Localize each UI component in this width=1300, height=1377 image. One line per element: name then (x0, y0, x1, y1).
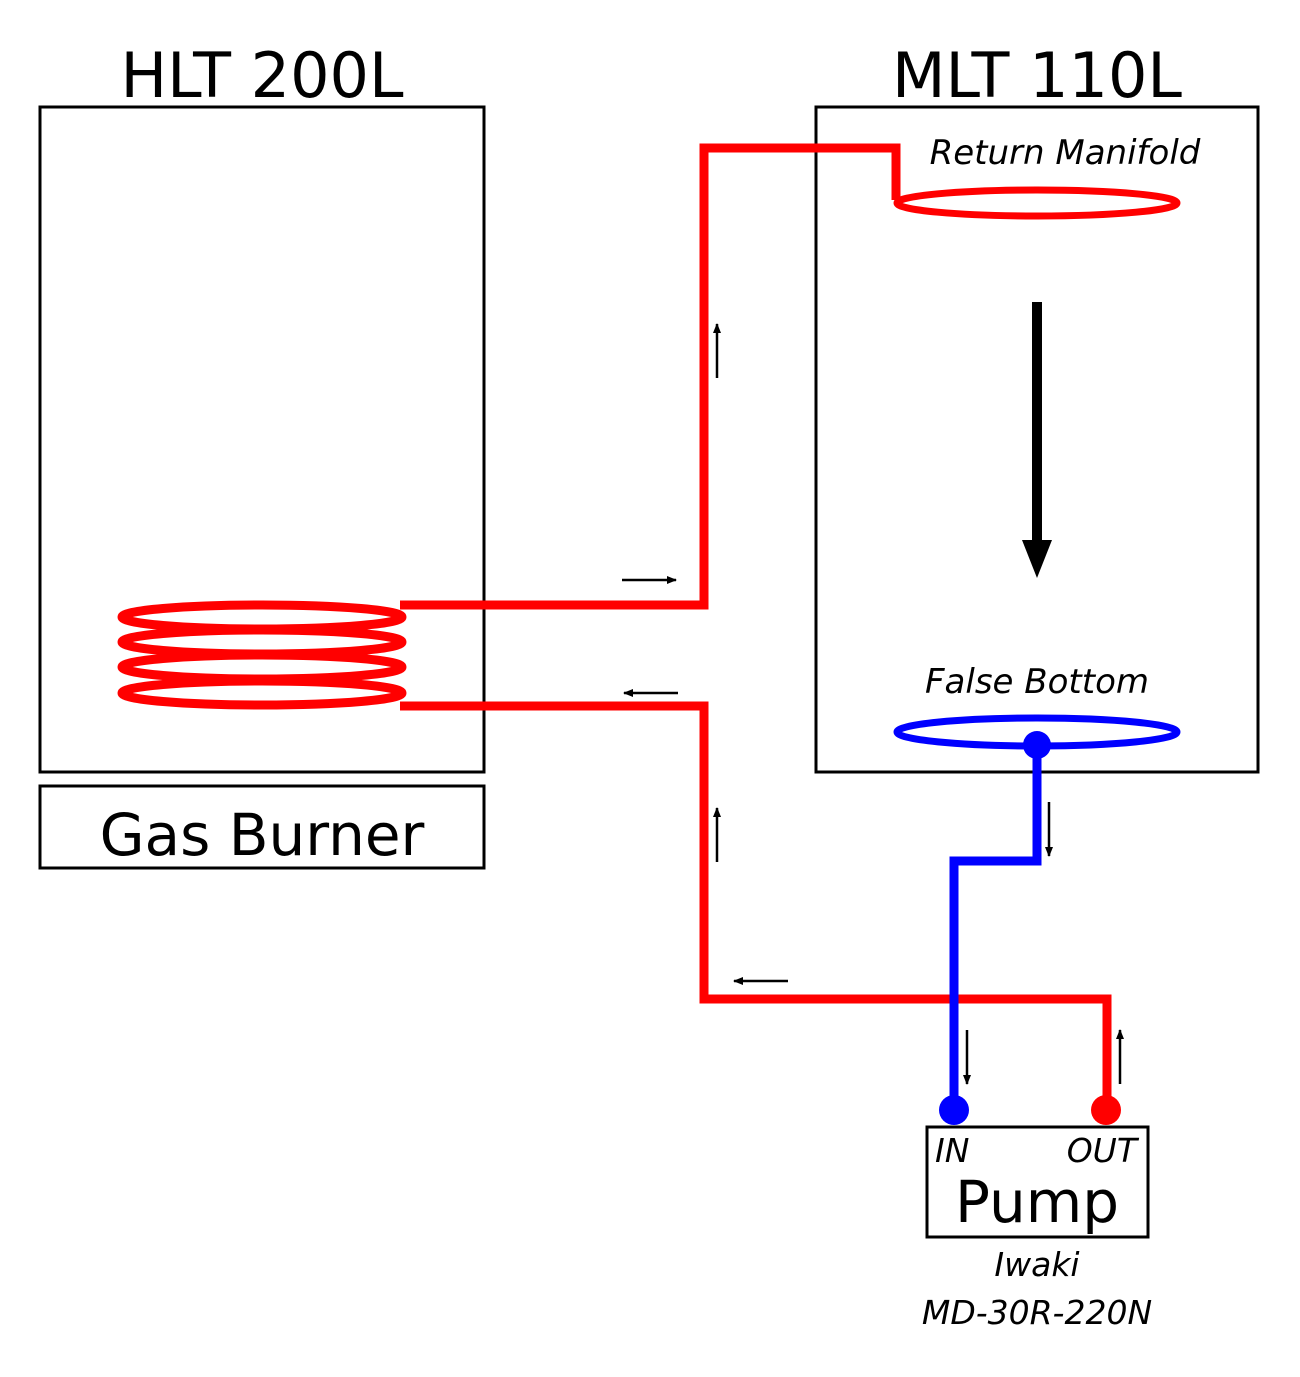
pump-to-coil-line (400, 701, 1112, 1110)
pump-label: Pump (955, 1168, 1119, 1236)
pump-model-label: MD-30R-220N (922, 1293, 1152, 1332)
pump-box (925, 1125, 1150, 1239)
mlt-flow-arrow-head (1022, 540, 1052, 578)
pump-in-label: IN (935, 1131, 969, 1170)
pump-out-label: OUT (1067, 1131, 1140, 1170)
pump-inlet-node (939, 1095, 969, 1125)
hot-return-line (400, 143, 901, 610)
gas-burner-label: Gas Burner (100, 801, 425, 869)
hlt-vessel (38, 105, 486, 774)
return-manifold-ring (893, 186, 1181, 220)
wort-draw-line (949, 745, 1042, 1110)
return-manifold-label: Return Manifold (930, 133, 1201, 173)
pump-outlet-node (1091, 1095, 1121, 1125)
gas-burner-box (38, 784, 486, 870)
hlt-title: HLT 200L (120, 39, 404, 112)
mlt-title: MLT 110L (892, 39, 1182, 112)
false-bottom-outlet-node (1023, 731, 1051, 759)
hlt-heat-exchanger-coil (117, 600, 407, 710)
pump-maker-label: Iwaki (994, 1245, 1079, 1284)
false-bottom-label: False Bottom (925, 662, 1149, 702)
